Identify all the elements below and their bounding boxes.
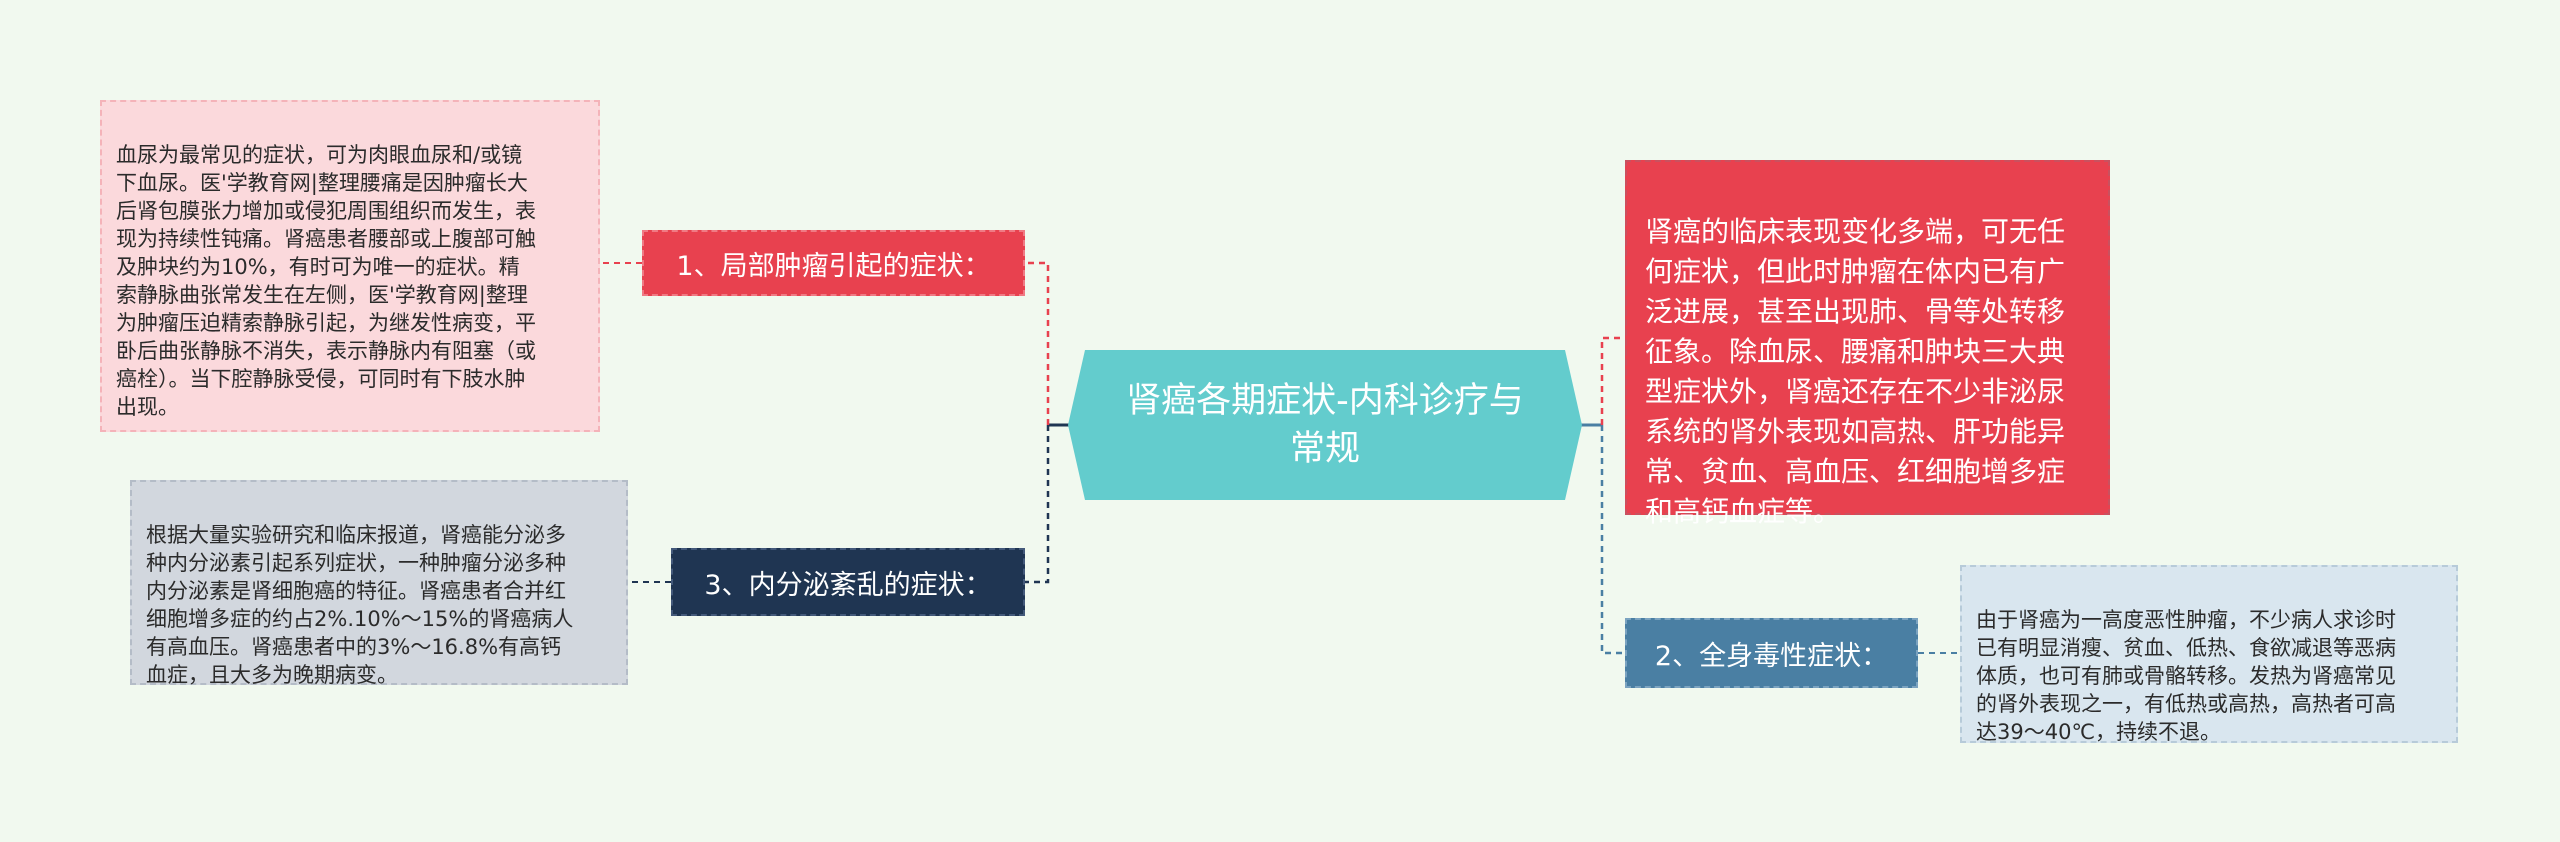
systemic-detail-card[interactable]: 由于肾癌为一高度恶性肿瘤，不少病人求诊时 已有明显消瘦、贫血、低热、食欲减退等恶… [1960,565,2458,744]
center-node-shape [1068,350,1582,500]
left-bracket-top [1025,261,1050,425]
endocrine-detail-text: 根据大量实验研究和临床报道，肾癌能分泌多 种内分泌素引起系列症状，一种肿瘤分泌多… [146,523,574,687]
branch-endocrine-label: 3、内分泌紊乱的症状： [704,569,992,601]
branch-local-tumor[interactable]: 1、局部肿瘤引起的症状： [642,230,1025,296]
center-title-line1: 肾癌各期症状-内科诊疗与 [1126,381,1524,421]
right-bracket-top [1600,336,1625,425]
left-bracket-bottom [1025,425,1050,584]
branch-systemic[interactable]: 2、全身毒性症状： [1625,618,1918,688]
branch-systemic-label: 2、全身毒性症状： [1654,640,1889,672]
right-bracket-bottom [1600,425,1625,655]
systemic-detail-text: 由于肾癌为一高度恶性肿瘤，不少病人求诊时 已有明显消瘦、贫血、低热、食欲减退等恶… [1976,608,2396,744]
local-tumor-detail-text: 血尿为最常见的症状，可为肉眼血尿和/或镜 下血尿。医'学教育网|整理腰痛是因肿瘤… [116,143,536,419]
endocrine-detail-card[interactable]: 根据大量实验研究和临床报道，肾癌能分泌多 种内分泌素引起系列症状，一种肿瘤分泌多… [130,480,628,687]
center-title-line2: 常规 [1289,429,1360,469]
branch-local-tumor-label: 1、局部肿瘤引起的症状： [676,250,991,282]
center-topic[interactable]: 肾癌各期症状-内科诊疗与 常规 [1080,362,1570,488]
overview-card[interactable]: 肾癌的临床表现变化多端，可无任 何症状，但此时肿瘤在体内已有广 泛进展，甚至出现… [1625,160,2110,528]
overview-text: 肾癌的临床表现变化多端，可无任 何症状，但此时肿瘤在体内已有广 泛进展，甚至出现… [1645,215,2066,528]
branch-endocrine[interactable]: 3、内分泌紊乱的症状： [671,548,1025,616]
local-tumor-detail-card[interactable]: 血尿为最常见的症状，可为肉眼血尿和/或镜 下血尿。医'学教育网|整理腰痛是因肿瘤… [100,100,600,432]
